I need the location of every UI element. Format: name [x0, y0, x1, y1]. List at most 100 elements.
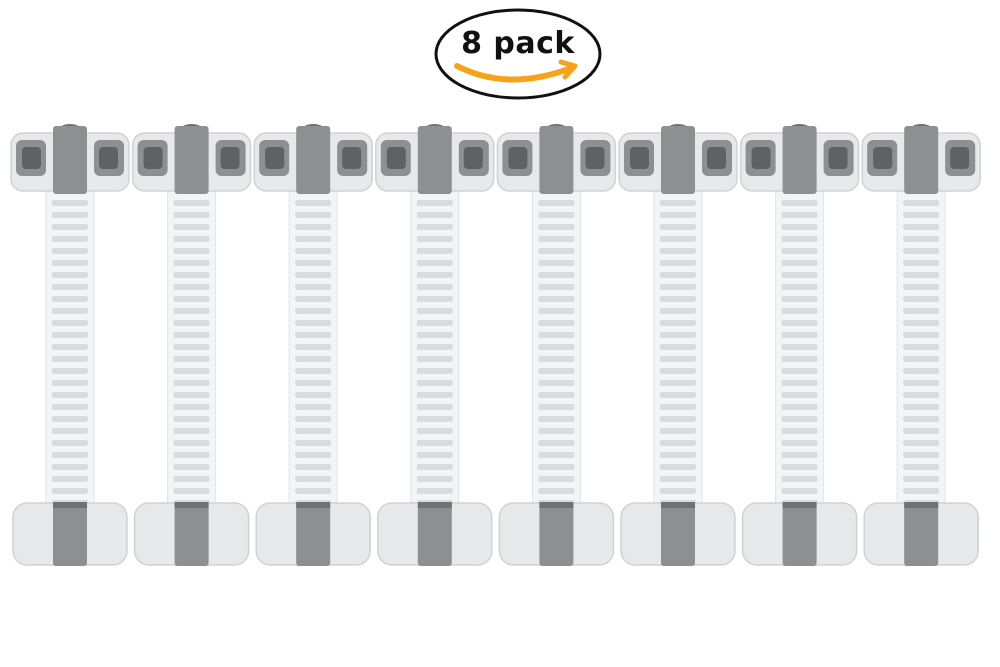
- strap-slot: [781, 392, 818, 398]
- strap-slot: [295, 380, 332, 386]
- strap-slot: [173, 260, 210, 266]
- strap-slot: [903, 404, 940, 410]
- latch-side-button-left-inner: [22, 147, 41, 169]
- strap-slot: [660, 200, 696, 206]
- strap-slot: [416, 284, 453, 290]
- strap-slot: [173, 320, 210, 326]
- strap-slot: [903, 416, 940, 422]
- strap-slot: [781, 284, 818, 290]
- strap-slot: [173, 416, 210, 422]
- strap-slot: [416, 296, 453, 302]
- strap-slot: [903, 308, 940, 314]
- strap-slot: [781, 452, 818, 458]
- strap-slot: [416, 200, 453, 206]
- strap-slot: [295, 224, 332, 230]
- strap-slot: [295, 320, 332, 326]
- strap-slot: [660, 236, 696, 242]
- strap-slot: [781, 224, 818, 230]
- strap-slot: [52, 476, 88, 482]
- strap-slot: [660, 272, 696, 278]
- latch-side-button-left-inner: [265, 147, 285, 169]
- strap-slot: [903, 284, 940, 290]
- strap-slot: [173, 308, 210, 314]
- strap-slot: [660, 284, 696, 290]
- latch-top-center-band: [904, 126, 939, 194]
- strap-slot: [538, 224, 575, 230]
- strap-slot: [660, 320, 696, 326]
- strap-slot: [173, 248, 210, 254]
- strap-slot: [52, 332, 88, 338]
- strap-slot: [903, 224, 940, 230]
- latch-side-button-right-inner: [707, 147, 726, 169]
- strap-slot: [52, 380, 88, 386]
- strap-slot: [781, 416, 818, 422]
- strap-slot: [538, 320, 575, 326]
- child-safety-strap-lock-icon: [618, 124, 738, 566]
- strap-slot: [660, 224, 696, 230]
- latch-bottom-center-band: [782, 502, 817, 566]
- strap-slot: [903, 320, 940, 326]
- strap-slot: [173, 224, 210, 230]
- strap-slot: [416, 368, 453, 374]
- latch-side-button-right-inner: [463, 147, 483, 169]
- latch-bottom-center-band: [661, 502, 695, 566]
- latch-bottom-band-edge: [539, 502, 574, 508]
- strap-slot: [52, 260, 88, 266]
- strap-slot: [538, 476, 575, 482]
- latch-top-center-band: [417, 126, 452, 194]
- smile-swoosh-icon: [454, 63, 574, 83]
- strap-slot: [295, 416, 332, 422]
- strap-slot: [538, 416, 575, 422]
- strap-slot: [295, 452, 332, 458]
- strap-slot: [295, 308, 332, 314]
- strap-slot: [903, 356, 940, 362]
- strap-slot: [173, 284, 210, 290]
- strap-slot: [52, 368, 88, 374]
- strap-slot: [903, 200, 940, 206]
- strap-slot: [538, 332, 575, 338]
- strap-slot: [538, 344, 575, 350]
- latch-side-button-left-inner: [386, 147, 406, 169]
- strap-slot: [903, 392, 940, 398]
- child-safety-strap-lock-icon: [496, 124, 617, 566]
- child-safety-strap-lock-icon: [10, 124, 130, 566]
- strap-slot: [173, 476, 210, 482]
- strap-slot: [903, 452, 940, 458]
- strap-slot: [416, 356, 453, 362]
- strap-slot: [538, 284, 575, 290]
- strap-slot: [903, 488, 940, 494]
- child-safety-strap-lock-icon: [253, 124, 373, 566]
- strap-slot: [416, 248, 453, 254]
- strap-slot: [173, 428, 210, 434]
- latch-side-button-left-inner: [508, 147, 528, 169]
- strap-slot: [295, 284, 332, 290]
- latch-bottom-band-edge: [174, 502, 209, 508]
- strap-slot: [416, 344, 453, 350]
- strap-slot: [52, 404, 88, 410]
- strap-slot: [538, 260, 575, 266]
- latch-side-button-right-inner: [99, 147, 118, 169]
- strap-slot: [295, 488, 332, 494]
- strap-slot: [173, 368, 210, 374]
- pack-count-badge: 8 pack: [433, 6, 603, 102]
- strap-slot: [903, 476, 940, 482]
- strap-slot: [295, 272, 332, 278]
- latch-bottom-center-band: [296, 502, 331, 566]
- strap-slot: [903, 212, 940, 218]
- strap-slot: [660, 368, 696, 374]
- strap-slot: [781, 428, 818, 434]
- strap-slot: [660, 332, 696, 338]
- strap-slot: [173, 392, 210, 398]
- strap-slot: [295, 428, 332, 434]
- strap-slot: [538, 212, 575, 218]
- strap-slot: [52, 440, 88, 446]
- strap-slot: [52, 320, 88, 326]
- strap-slot: [903, 428, 940, 434]
- latch-side-button-left-inner: [873, 147, 893, 169]
- latch-side-button-left-inner: [751, 147, 771, 169]
- strap-slot: [52, 416, 88, 422]
- latch-side-button-right-inner: [585, 147, 605, 169]
- strap-slot: [295, 440, 332, 446]
- strap-slot: [781, 212, 818, 218]
